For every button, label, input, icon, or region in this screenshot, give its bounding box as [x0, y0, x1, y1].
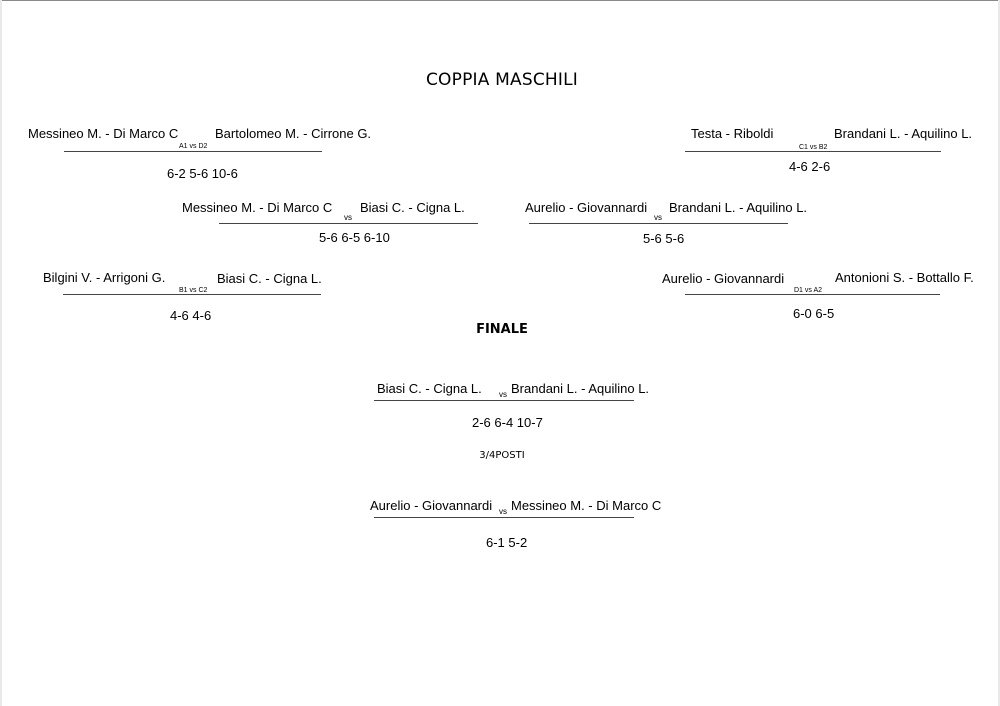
match-label: D1 vs A2 — [794, 287, 823, 294]
team-1: Aurelio - Giovannardi — [370, 498, 493, 513]
team-1: Aurelio - Giovannardi — [662, 271, 785, 286]
match-label: vs — [344, 213, 352, 222]
team-2: Biasi C. - Cigna L. — [360, 200, 465, 215]
match-score: 5-6 6-5 6-10 — [319, 230, 390, 245]
team-2: Brandani L. - Aquilino L. — [669, 200, 808, 215]
team-2: Bartolomeo M. - Cirrone G. — [215, 126, 372, 141]
match-label: vs — [654, 213, 662, 222]
team-2: Antonioni S. - Bottallo F. — [835, 270, 974, 285]
team-2: Messineo M. - Di Marco C — [511, 498, 662, 513]
match-score: 6-2 5-6 10-6 — [167, 166, 238, 181]
match-label: vs — [499, 390, 507, 399]
match-label: B1 vs C2 — [179, 287, 208, 294]
match-score: 4-6 2-6 — [789, 159, 831, 174]
team-1: Testa - Riboldi — [691, 126, 774, 141]
team-1: Messineo M. - Di Marco C — [182, 200, 333, 215]
team-1: Messineo M. - Di Marco C — [28, 126, 179, 141]
match-label: A1 vs D2 — [179, 143, 208, 150]
match-line — [374, 517, 634, 518]
match-line — [63, 294, 321, 295]
team-1: Biasi C. - Cigna L. — [377, 381, 482, 396]
match-line — [529, 223, 788, 224]
match-score: 6-1 5-2 — [486, 535, 528, 550]
match-score: 6-0 6-5 — [793, 306, 835, 321]
team-2: Brandani L. - Aquilino L. — [834, 126, 973, 141]
match-score: 2-6 6-4 10-7 — [472, 415, 543, 430]
finale-heading: FINALE — [476, 322, 528, 337]
team-2: Brandani L. - Aquilino L. — [511, 381, 650, 396]
team-1: Aurelio - Giovannardi — [525, 200, 648, 215]
match-line — [64, 151, 322, 152]
match-label: vs — [499, 507, 507, 516]
team-2: Biasi C. - Cigna L. — [217, 271, 322, 286]
match-line — [219, 223, 478, 224]
page-title: COPPIA MASCHILI — [425, 70, 579, 90]
match-score: 5-6 5-6 — [643, 231, 685, 246]
match-label: C1 vs B2 — [799, 144, 828, 151]
team-1: Bilgini V. - Arrigoni G. — [43, 270, 166, 285]
third-place-heading: 3/4POSTI — [479, 450, 525, 461]
match-line — [685, 294, 940, 295]
match-score: 4-6 4-6 — [170, 308, 212, 323]
match-line — [374, 400, 634, 401]
match-line — [685, 151, 941, 152]
